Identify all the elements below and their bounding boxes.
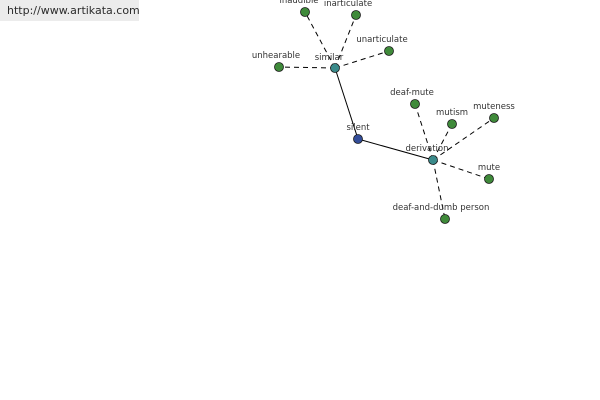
node-similar[interactable]: similar — [315, 53, 344, 73]
node-deaf-and-dumb-person[interactable]: deaf-and-dumb person — [393, 203, 490, 224]
edge-similar-inaudible — [304, 11, 336, 69]
node-dot-similar[interactable] — [330, 63, 340, 73]
node-label-deaf-and-dumb-person[interactable]: deaf-and-dumb person — [393, 203, 490, 213]
node-dot-muteness[interactable] — [489, 113, 499, 123]
edge-derivation-mutism — [432, 123, 453, 161]
edge-derivation-mute — [432, 159, 490, 180]
node-label-unarticulate[interactable]: unarticulate — [356, 35, 407, 45]
node-unarticulate[interactable]: unarticulate — [356, 35, 408, 56]
node-dot-silent[interactable] — [353, 134, 363, 144]
node-label-similar[interactable]: similar — [315, 53, 344, 63]
edge-derivation-deaf-mute — [414, 103, 434, 161]
node-inaudible[interactable]: inaudible — [279, 0, 319, 17]
node-label-muteness[interactable]: muteness — [473, 102, 515, 112]
node-label-inaudible[interactable]: inaudible — [279, 0, 318, 6]
node-mutism[interactable]: mutism — [436, 108, 468, 129]
edge-derivation-deaf-and-dumb-person — [432, 159, 446, 220]
graph-nodes: silent similar derivation inaudible inarticu… — [252, 0, 515, 224]
node-dot-deaf-and-dumb-person[interactable] — [440, 214, 450, 224]
node-dot-unarticulate[interactable] — [384, 46, 394, 56]
node-label-deaf-mute[interactable]: deaf-mute — [390, 88, 434, 98]
node-silent[interactable]: silent — [346, 123, 370, 144]
graph-edges — [278, 11, 495, 220]
node-label-derivation[interactable]: derivation — [405, 144, 448, 154]
node-label-mute[interactable]: mute — [478, 163, 500, 173]
site-url-link[interactable]: http://www.artikata.com — [7, 4, 140, 17]
node-dot-unhearable[interactable] — [274, 62, 284, 72]
node-dot-inaudible[interactable] — [300, 7, 310, 17]
edge-similar-unarticulate — [334, 50, 390, 69]
node-dot-mute[interactable] — [484, 174, 494, 184]
node-label-silent[interactable]: silent — [346, 123, 370, 133]
edge-similar-inarticulate — [334, 14, 357, 69]
url-bar: http://www.artikata.com — [0, 0, 140, 21]
node-unhearable[interactable]: unhearable — [252, 51, 300, 72]
node-muteness[interactable]: muteness — [473, 102, 515, 123]
node-dot-mutism[interactable] — [447, 119, 457, 129]
node-dot-inarticulate[interactable] — [351, 10, 361, 20]
edge-derivation-muteness — [432, 117, 495, 161]
node-deaf-mute[interactable]: deaf-mute — [390, 88, 434, 109]
node-dot-deaf-mute[interactable] — [410, 99, 420, 109]
node-label-inarticulate[interactable]: inarticulate — [324, 0, 372, 9]
node-mute[interactable]: mute — [478, 163, 500, 184]
edge-similar-unhearable — [278, 66, 336, 69]
node-label-mutism[interactable]: mutism — [436, 108, 468, 118]
edge-silent-derivation — [357, 138, 434, 161]
edge-silent-similar — [334, 67, 359, 140]
node-label-unhearable[interactable]: unhearable — [252, 51, 300, 61]
node-derivation[interactable]: derivation — [405, 144, 449, 165]
node-inarticulate[interactable]: inarticulate — [324, 0, 372, 20]
node-dot-derivation[interactable] — [428, 155, 438, 165]
